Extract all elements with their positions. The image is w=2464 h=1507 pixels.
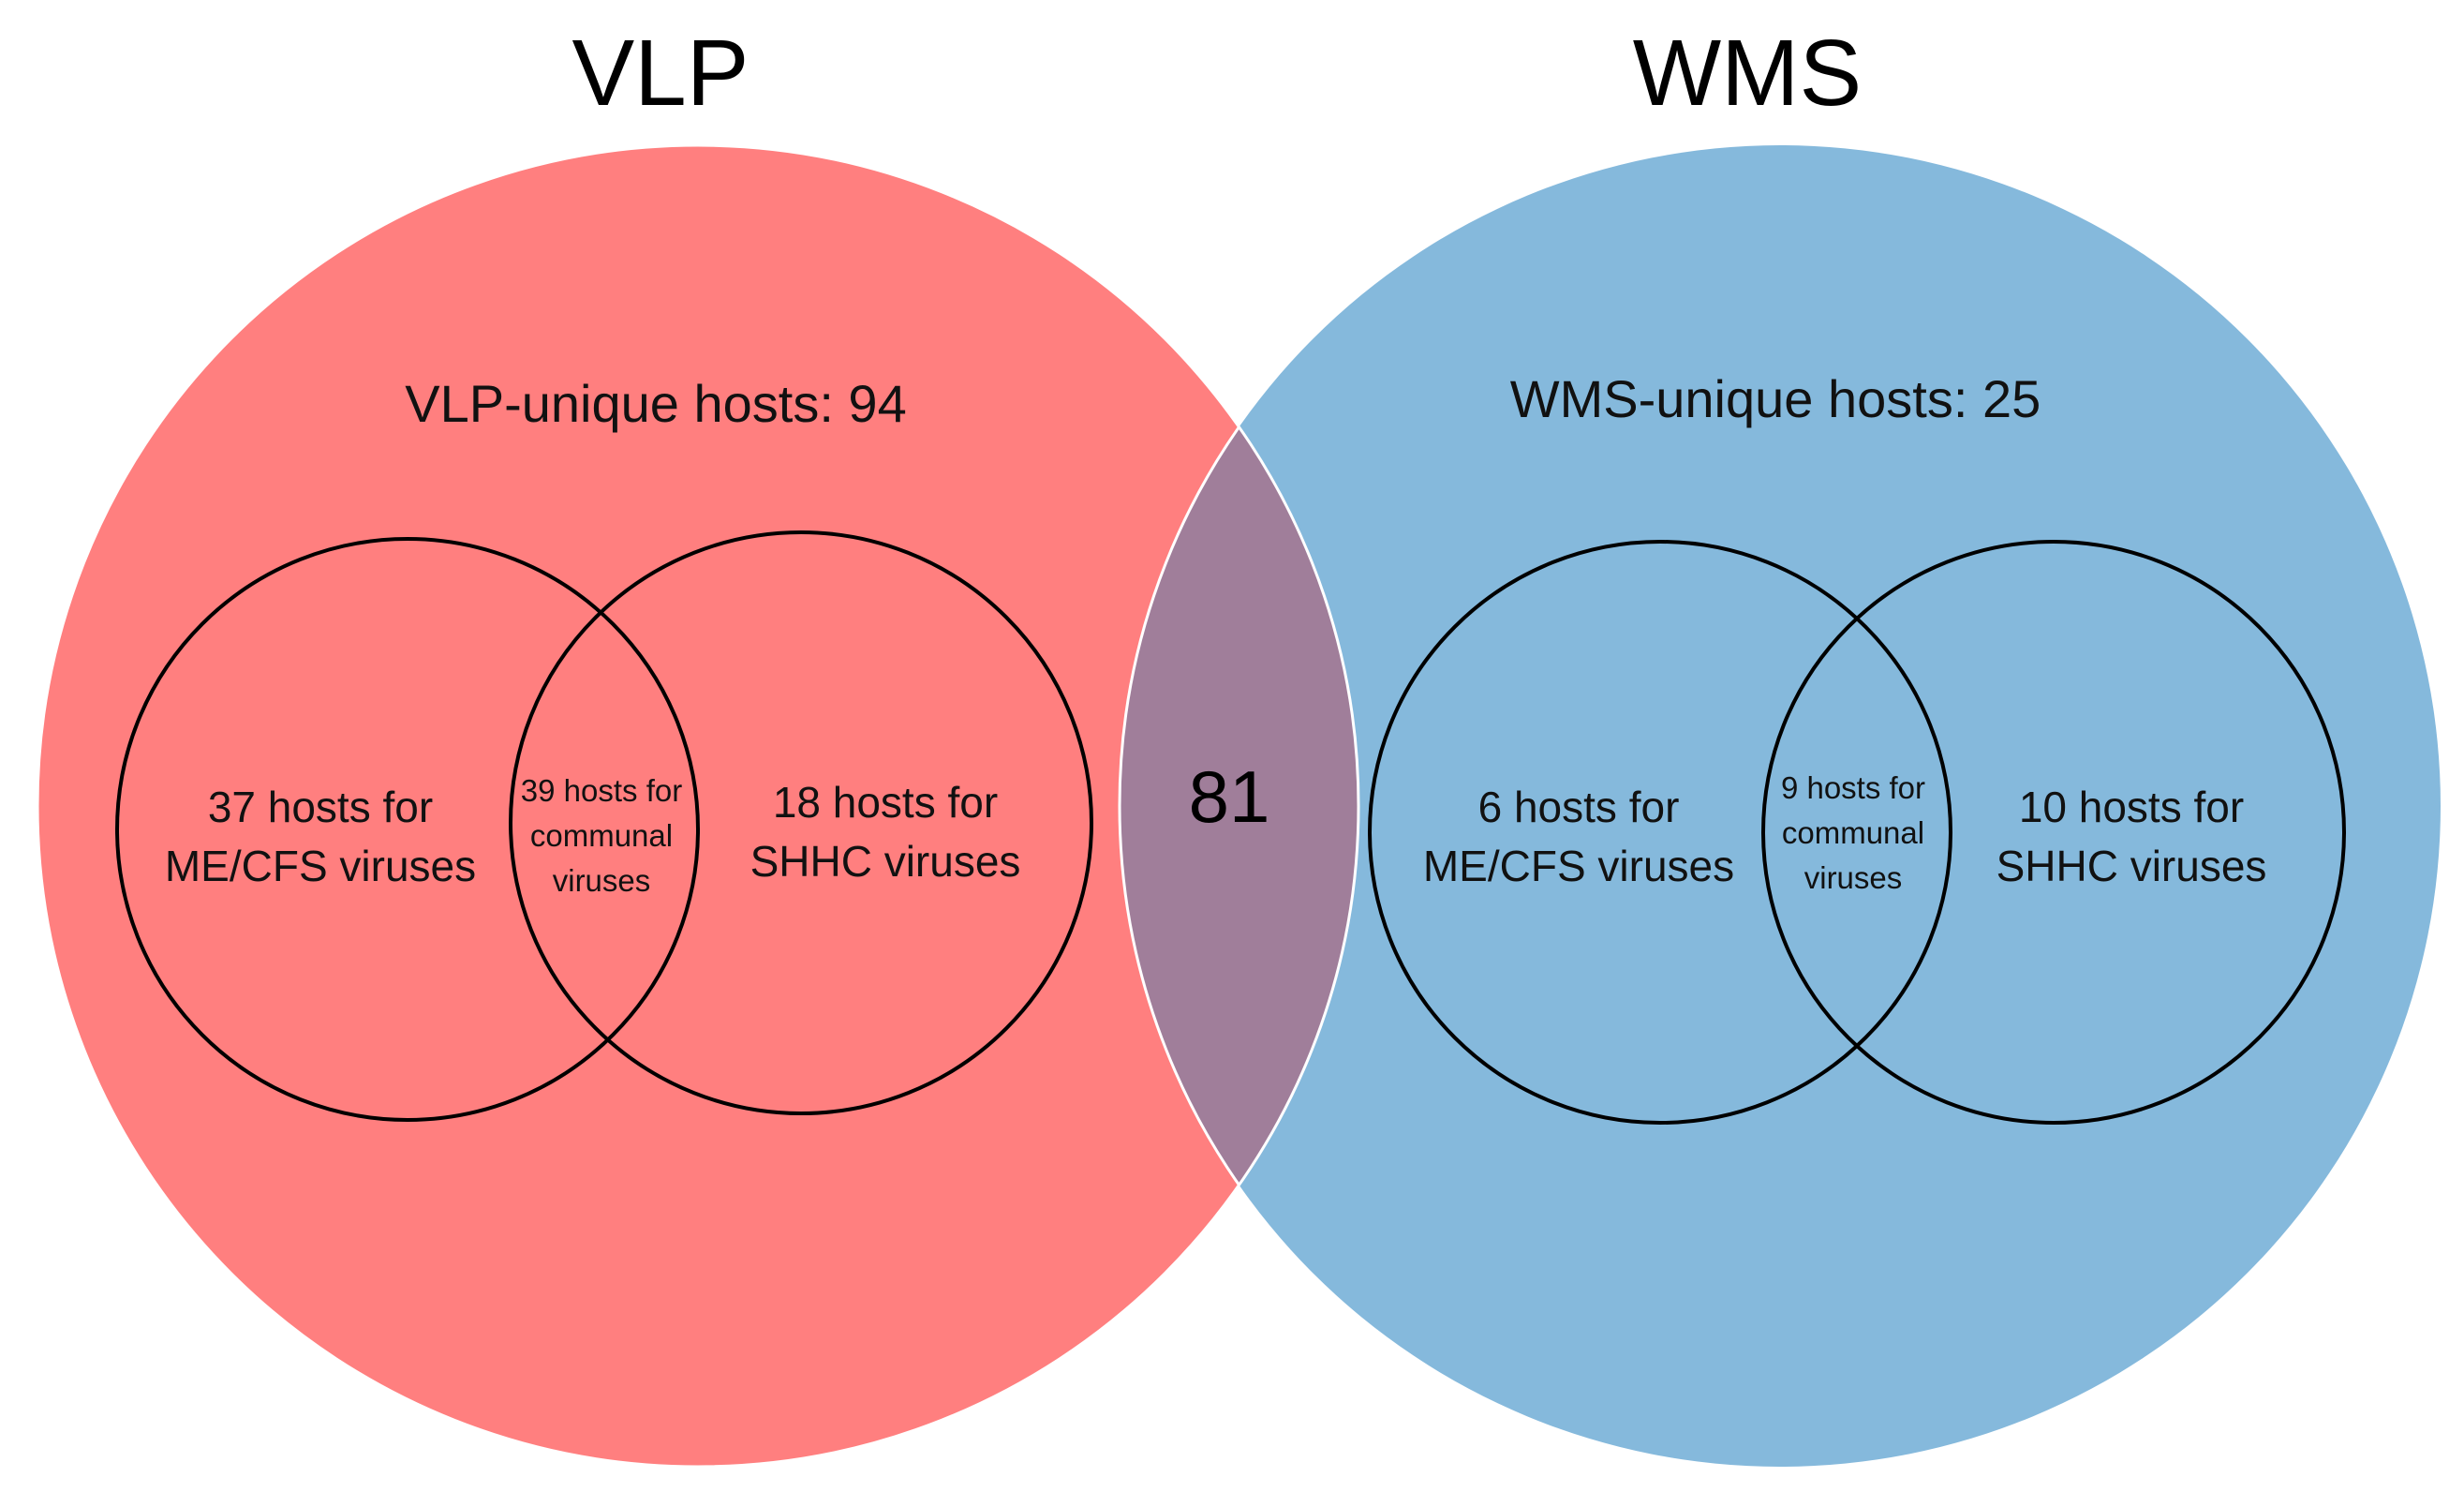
vlp-communal-line1: 39 hosts for bbox=[521, 773, 682, 808]
vlp-title: VLP bbox=[571, 21, 749, 126]
wms-communal-line3: viruses bbox=[1804, 860, 1903, 895]
wms-communal-line1: 9 hosts for bbox=[1781, 770, 1925, 805]
vlp-shhc-circle bbox=[509, 530, 1093, 1115]
vlp-mecfs-line2: ME/CFS viruses bbox=[165, 842, 476, 890]
vlp-mecfs-circle bbox=[115, 537, 700, 1122]
wms-mecfs-circle bbox=[1368, 540, 1952, 1125]
wms-unique-label: WMS-unique hosts: 25 bbox=[1510, 369, 2041, 428]
vlp-communal-line2: communal bbox=[530, 818, 673, 853]
vlp-mecfs-line1: 37 hosts for bbox=[208, 783, 433, 831]
wms-shhc-line1: 10 hosts for bbox=[2019, 783, 2244, 831]
wms-mecfs-line1: 6 hosts for bbox=[1478, 783, 1680, 831]
vlp-unique-label: VLP-unique hosts: 94 bbox=[405, 374, 906, 433]
vlp-circle-edge bbox=[36, 143, 1360, 1469]
wms-shhc-line2: SHHC viruses bbox=[1996, 842, 2267, 890]
wms-title: WMS bbox=[1633, 21, 1862, 126]
vlp-communal-line3: viruses bbox=[553, 863, 651, 898]
vlp-shhc-line1: 18 hosts for bbox=[773, 778, 998, 827]
overlap-region bbox=[1118, 145, 1358, 1467]
vlp-shhc-line2: SHHC viruses bbox=[750, 837, 1021, 886]
wms-mecfs-line2: ME/CFS viruses bbox=[1423, 842, 1734, 890]
wms-circle bbox=[1120, 145, 2441, 1467]
wms-communal-line2: communal bbox=[1782, 815, 1924, 850]
overlap-count: 81 bbox=[1189, 755, 1270, 838]
wms-shhc-circle bbox=[1761, 540, 2346, 1125]
